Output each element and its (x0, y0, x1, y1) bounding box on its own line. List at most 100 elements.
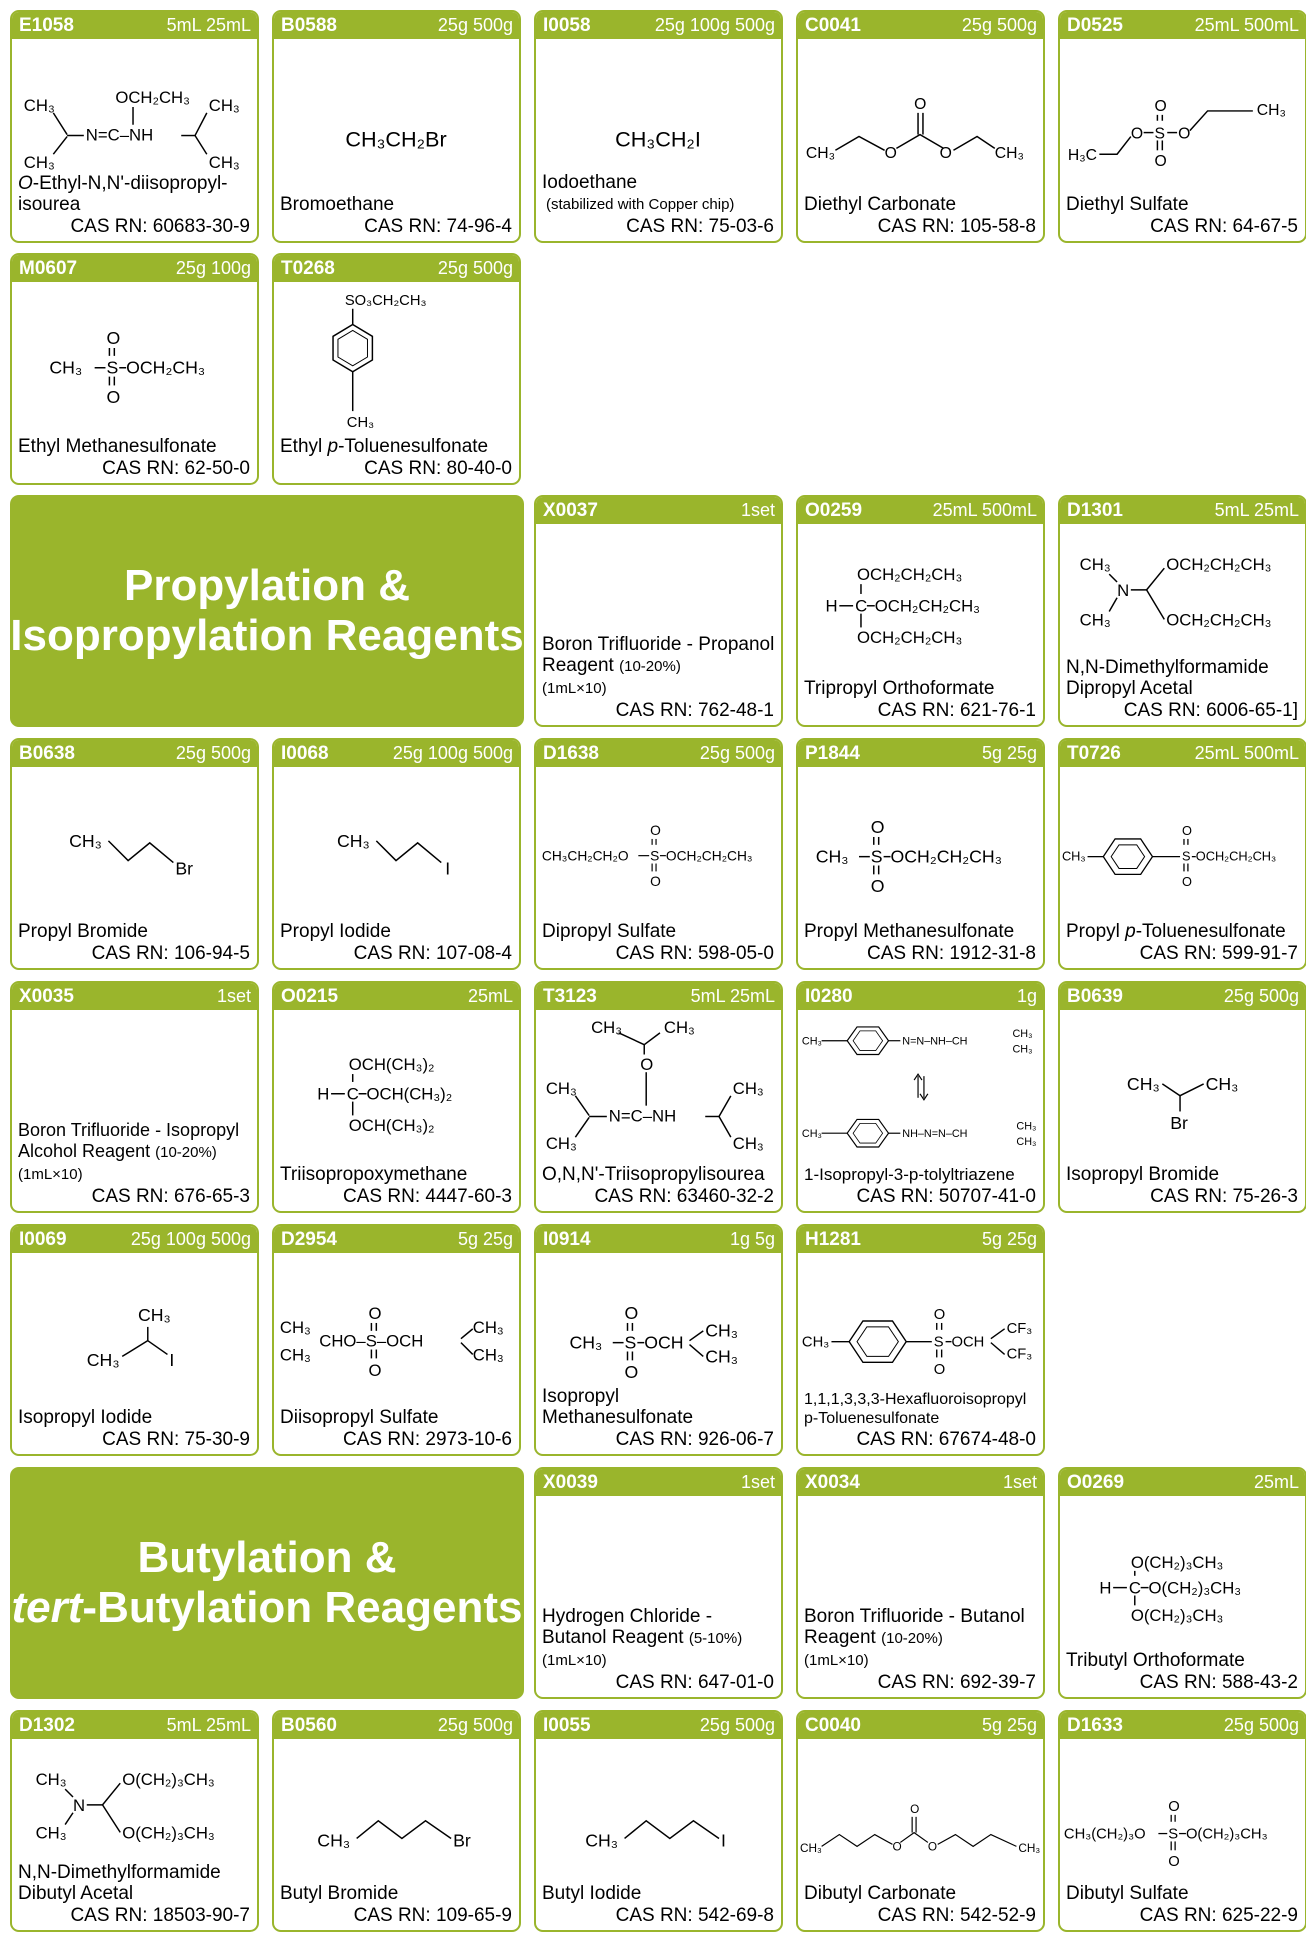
formula-text: CH₃ (24, 96, 55, 115)
package-sizes: 5mL 25mL (690, 986, 775, 1006)
formula-text: I (445, 858, 450, 878)
cas-number: CAS RN: 63460-32-2 (594, 1186, 774, 1207)
formula-text: H₃C (1068, 147, 1097, 164)
formula-text: CH₃ (347, 415, 374, 431)
formula-text: S (871, 847, 883, 867)
formula-text: CH₃ (569, 1333, 602, 1353)
structure-svg: CH₃CH₂Br (345, 126, 446, 151)
formula-text: H (317, 1085, 329, 1104)
formula-text: O (871, 817, 885, 837)
product-code: D2954 (281, 1228, 337, 1250)
formula-text: CH₃ (591, 1018, 622, 1037)
structure-svg: CH₃ O O O CH₃ (806, 96, 1024, 162)
formula-text: O (914, 96, 926, 113)
formula-text: N=C–NH (86, 125, 153, 144)
product-code: B0588 (281, 14, 337, 36)
formula-text: CH₃ (806, 145, 835, 162)
formula-text: Br (175, 858, 193, 878)
formula-text: CF₃ (1007, 1346, 1033, 1362)
structure-svg: OCH(CH₃)₂ H C OCH(CH₃)₂ OCH(CH₃)₂ (317, 1055, 452, 1135)
formula-text: CH₃ (733, 1079, 764, 1098)
cas-number: CAS RN: 692-39-7 (877, 1672, 1036, 1693)
product-code: I0280 (805, 985, 853, 1007)
structure-diagram: CH₃ O O O CH₃ (798, 1741, 1043, 1873)
product-code: B0639 (1067, 985, 1123, 1007)
product-name: Tributyl Orthoformate (1066, 1650, 1245, 1671)
section-banner-propylation: Propylation &Isopropylation Reagents (10, 495, 524, 727)
formula-text: O (106, 328, 120, 348)
structure-diagram: CH₃ CH₃ Br (1060, 1012, 1305, 1144)
formula-text: OCH₂CH₂CH₃ (857, 565, 962, 584)
structure-svg: H₃C O S O O O CH₃ (1068, 98, 1286, 170)
product-code: D1302 (19, 1714, 75, 1736)
product-code: B0560 (281, 1714, 337, 1736)
structure-svg: CH₃ CH₃ I (87, 1305, 175, 1370)
product-code: B0638 (19, 742, 75, 764)
formula-text: OCH₂CH₂CH₃ (1196, 849, 1276, 864)
structure-svg: O(CH₂)₃CH₃ H C O(CH₂)₃CH₃ O(CH₂)₃CH₃ (1099, 1553, 1241, 1625)
formula-text: CH₃ (1012, 1044, 1032, 1056)
product-name: Hydrogen Chloride - Butanol Reagent (5-1… (542, 1606, 743, 1669)
structure-svg: CH₃ O O O CH₃ (800, 1802, 1040, 1855)
product-code: E1058 (19, 14, 74, 36)
structure-diagram: CH₃ CH₃ O CH₃ CH₃ N=C–NH CH₃ CH₃ (536, 1010, 781, 1160)
cas-number: CAS RN: 542-69-8 (615, 1905, 774, 1926)
formula-text: S (650, 849, 659, 864)
product-code: X0035 (19, 985, 74, 1007)
package-sizes: 25g 100g (175, 258, 251, 278)
product-code: D1301 (1067, 499, 1123, 521)
formula-text: CH₃(CH₂)₃O (1064, 1826, 1146, 1842)
product-name: Diethyl Carbonate (804, 194, 957, 215)
cas-number: CAS RN: 50707-41-0 (856, 1186, 1036, 1207)
formula-text: N=C–NH (609, 1106, 676, 1125)
cas-number: CAS RN: 676-65-3 (91, 1186, 250, 1207)
section-banner-butylation: Butylation &tert-Butylation Reagents (10, 1467, 524, 1699)
product-name: Iodoethane(stabilized with Copper chip) (542, 172, 735, 213)
formula-text: OCH₂CH₂CH₃ (890, 847, 1001, 867)
structure-diagram: CH₃ N CH₃ OCH₂CH₂CH₃ OCH₂CH₂CH₃ (1060, 526, 1305, 636)
cas-number: CAS RN: 4447-60-3 (343, 1186, 512, 1207)
structure-svg: CH₃ S O O OCH CF₃ CF₃ (802, 1307, 1033, 1378)
package-sizes: 25g 500g (961, 15, 1037, 35)
structure-svg: OCH₂CH₂CH₃ H C OCH₂CH₂CH₃ OCH₂CH₂CH₃ (826, 565, 980, 647)
product-name: Boron Trifluoride - Butanol Reagent (10-… (804, 1606, 1025, 1669)
formula-text: CH₃ (1018, 1841, 1040, 1855)
formula-text: O (928, 1839, 937, 1853)
formula-text: CH₃ (36, 1770, 67, 1789)
cas-number: CAS RN: 926-06-7 (615, 1429, 774, 1450)
formula-text: I (721, 1830, 726, 1850)
formula-text: O (940, 145, 952, 162)
structure-diagram: CH₃ CH₃ CHO–S–OCH O O CH₃ CH₃ (274, 1255, 519, 1387)
formula-text: SO₃CH₂CH₃ (345, 293, 427, 309)
product-code: T0726 (1067, 742, 1121, 764)
package-sizes: 25mL 500mL (1194, 743, 1299, 763)
formula-text: O (885, 145, 897, 162)
package-sizes: 1set (740, 500, 775, 520)
formula-text: CH₃ (733, 1134, 764, 1153)
package-sizes: 25mL (467, 986, 513, 1006)
formula-text: CH₃ (138, 1305, 171, 1325)
formula-text: CH₃ (1016, 1120, 1036, 1132)
package-sizes: 5mL 25mL (166, 15, 251, 35)
